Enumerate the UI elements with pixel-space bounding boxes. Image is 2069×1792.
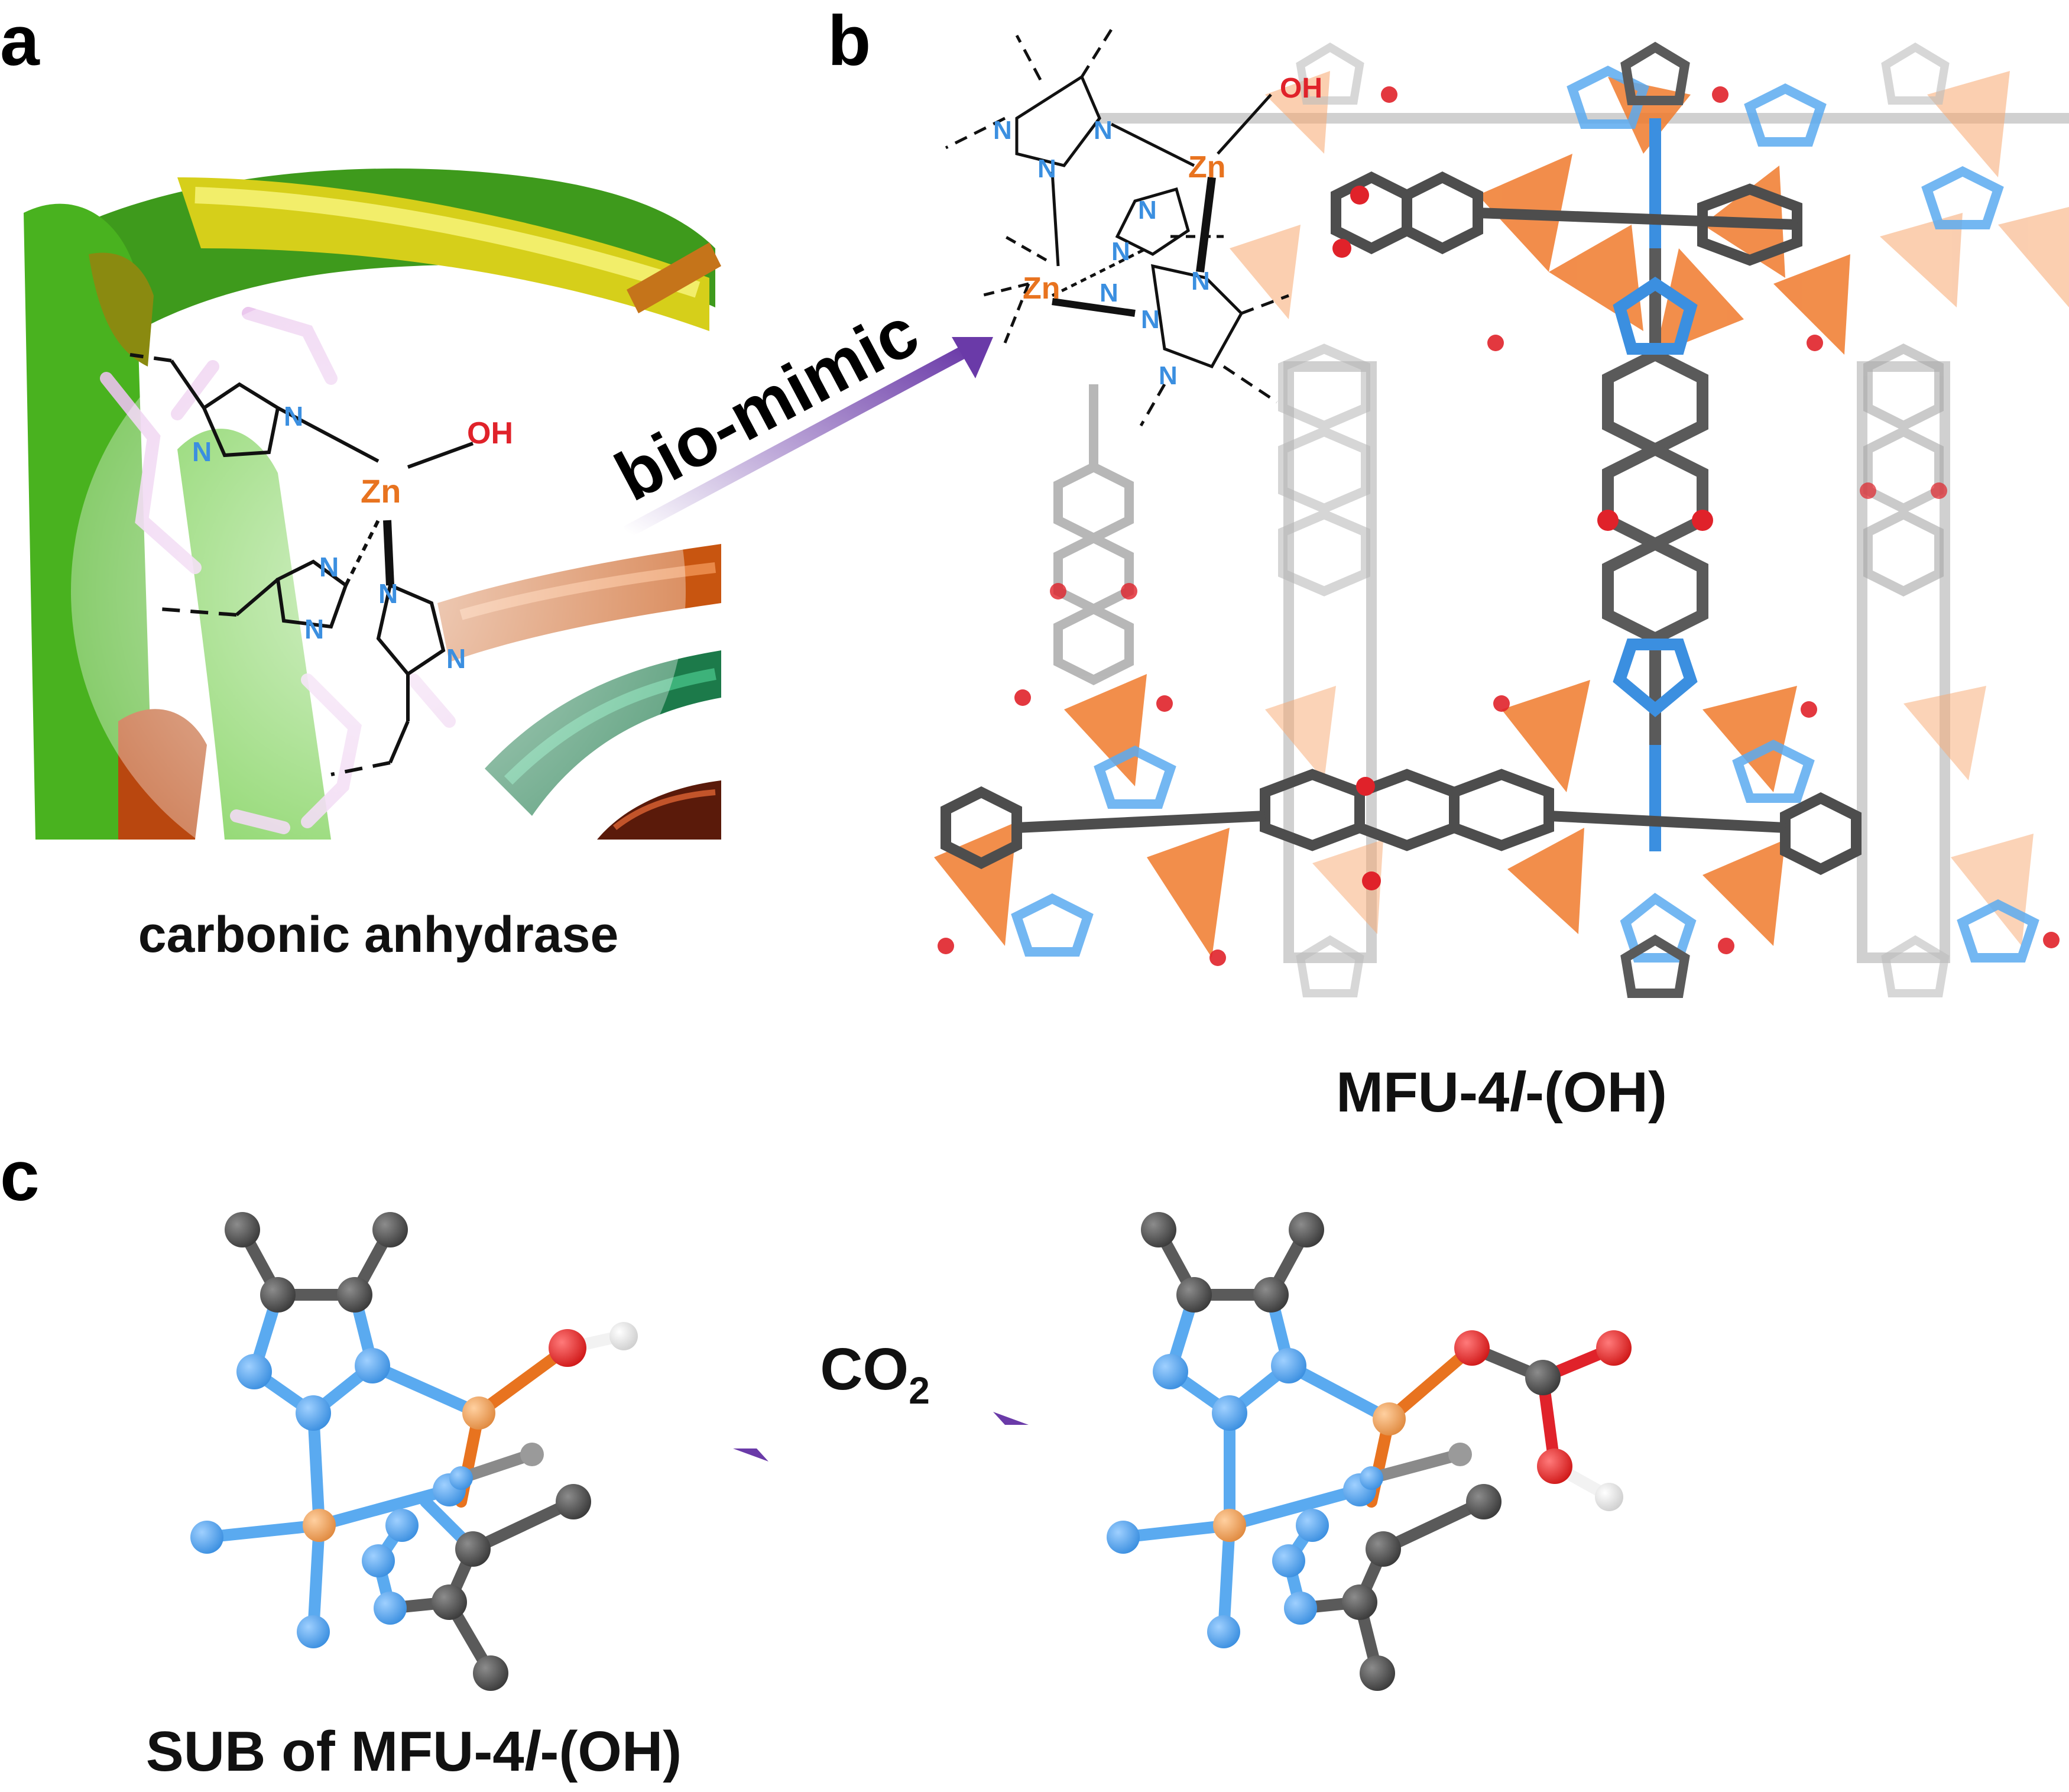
equilibrium-arrows: CO2	[733, 1336, 1029, 1462]
panel-a-letter: a	[0, 1, 40, 80]
panel-b-n-label: N	[1159, 361, 1178, 390]
panel-c: c	[0, 1136, 1632, 1783]
panel-b-letter: b	[828, 1, 871, 80]
zn-active-site-structure	[129, 353, 474, 776]
protein-ribbon-image	[24, 166, 721, 899]
panel-a-n-label: N	[284, 401, 303, 432]
panel-a-n-label: N	[319, 552, 339, 582]
sub-model-oh	[190, 1212, 638, 1691]
panel-c-letter: c	[0, 1136, 40, 1216]
panel-b-n-label: N	[1138, 196, 1157, 225]
panel-a: a	[0, 1, 721, 963]
panel-b-n-label: N	[1037, 154, 1056, 183]
sub-model-bicarbonate	[1107, 1212, 1632, 1691]
mfu-sbu-structure	[945, 28, 1289, 427]
panel-b-zn-label: Zn	[1023, 271, 1061, 306]
panel-b-n-label: N	[1094, 116, 1113, 145]
panel-b-n-label: N	[1141, 305, 1160, 334]
panel-b-n-label: N	[1100, 278, 1118, 307]
mof-framework-image	[934, 41, 2069, 998]
panel-b-caption: MFU-4l-(OH)	[1336, 1061, 1667, 1124]
panel-b-oh-label: OH	[1280, 73, 1322, 104]
panel-a-zn-label: Zn	[361, 472, 401, 510]
panel-a-n-label: N	[378, 578, 398, 609]
panel-a-n-label: N	[192, 436, 212, 467]
panel-a-oh-label: OH	[467, 416, 513, 451]
panel-c-caption: SUB of MFU-4l-(OH)	[146, 1720, 682, 1783]
co2-label: CO2	[820, 1336, 930, 1412]
panel-b-n-label: N	[1111, 237, 1130, 266]
panel-a-n-label: N	[446, 643, 466, 674]
panel-b-zn-label: Zn	[1188, 150, 1226, 184]
panel-b: b	[828, 1, 2069, 1124]
panel-b-n-label: N	[1191, 267, 1210, 296]
panel-b-n-label: N	[993, 116, 1012, 145]
panel-a-caption: carbonic anhydrase	[138, 906, 619, 963]
panel-a-n-label: N	[304, 614, 324, 644]
